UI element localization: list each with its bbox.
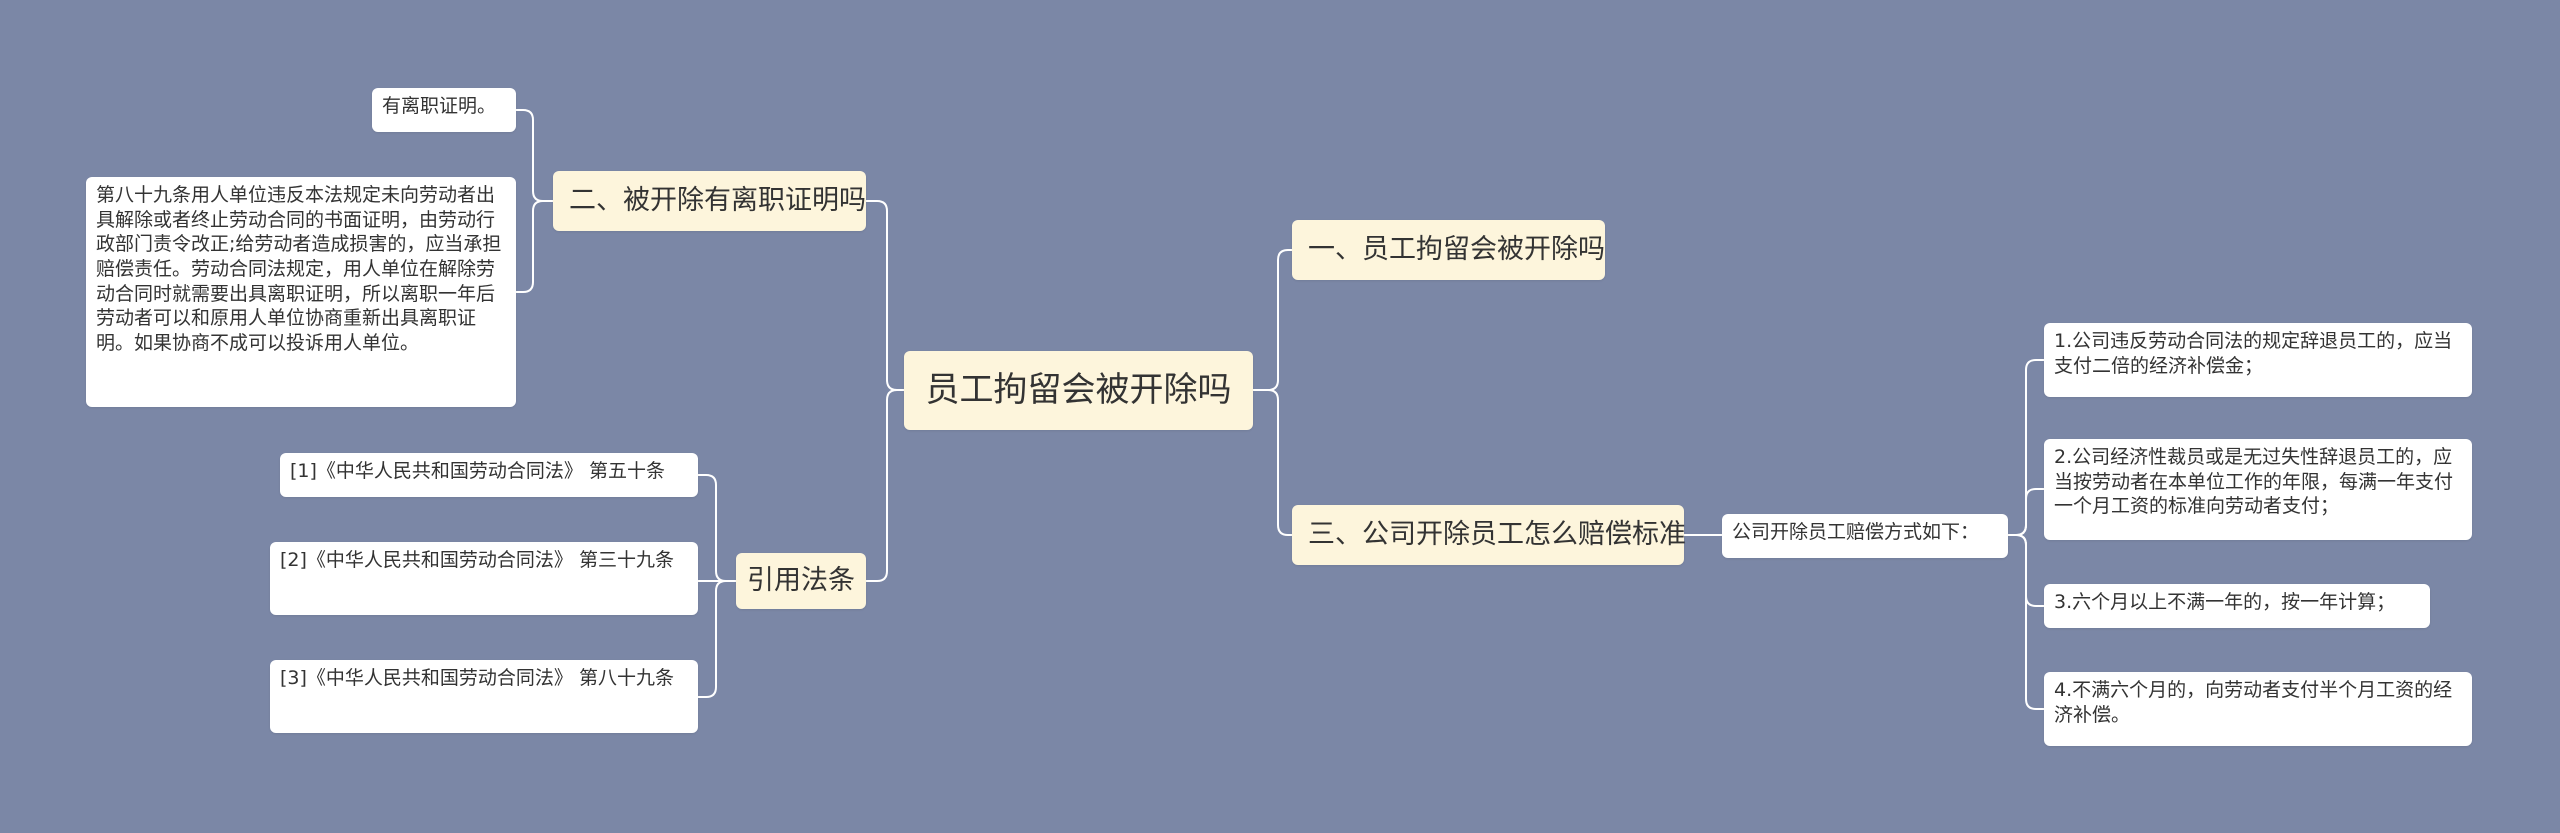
law-item-1[interactable]: [1]《中华人民共和国劳动合同法》 第五十条 [280,453,698,497]
branch-three[interactable]: 三、公司开除员工怎么赔偿标准 [1292,505,1686,565]
branch-two-leaf-2[interactable]: 第八十九条用人单位违反本法规定未向劳动者出具解除或者终止劳动合同的书面证明，由劳… [86,177,516,407]
branch-two-leaf-1[interactable]: 有离职证明。 [372,88,516,132]
connector-branch2-leaf2 [516,200,553,293]
compensation-item-2[interactable]: 2.公司经济性裁员或是无过失性辞退员工的，应当按劳动者在本单位工作的年限，每满一… [2044,439,2472,540]
law-item-3[interactable]: [3]《中华人民共和国劳动合同法》 第八十九条 [270,660,698,733]
connector-root-branch3 [1253,389,1292,536]
compensation-item-3[interactable]: 3.六个月以上不满一年的，按一年计算； [2044,584,2430,628]
connector-root-branch1 [1253,249,1292,391]
branch-one[interactable]: 一、员工拘留会被开除吗 [1292,220,1605,280]
connector-root-laws [866,389,904,582]
branch-laws[interactable]: 引用法条 [736,553,866,609]
compensation-item-1[interactable]: 1.公司违反劳动合同法的规定辞退员工的，应当支付二倍的经济补偿金； [2044,323,2472,397]
connector-branch2-leaf1 [516,109,553,202]
connector-laws-item1 [698,474,736,582]
connector-root-branch2 [866,200,904,391]
connector-sub-item2 [2008,488,2044,536]
law-item-2[interactable]: [2]《中华人民共和国劳动合同法》 第三十九条 [270,542,698,615]
compensation-intro[interactable]: 公司开除员工赔偿方式如下： [1722,514,2008,558]
branch-two[interactable]: 二、被开除有离职证明吗 [553,171,866,231]
compensation-item-4[interactable]: 4.不满六个月的，向劳动者支付半个月工资的经济补偿。 [2044,672,2472,746]
root-topic[interactable]: 员工拘留会被开除吗 [904,351,1253,430]
connector-sub-item4 [2008,534,2044,710]
connector-laws-item3 [698,580,736,698]
